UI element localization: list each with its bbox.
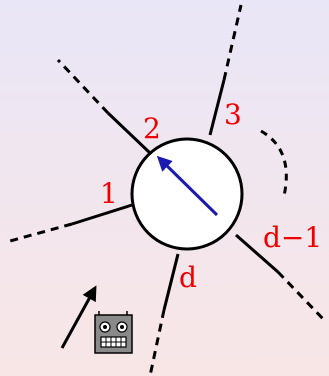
robot-icon <box>94 311 133 354</box>
rotating-pointer-arrow <box>156 155 219 217</box>
edge-port-d <box>148 253 180 376</box>
port-label-2: 2 <box>143 112 161 145</box>
port-label-d: d <box>179 261 197 294</box>
port-label-3: 3 <box>224 98 242 131</box>
port-label-1: 1 <box>100 177 118 210</box>
arrow-up-right-icon <box>60 285 97 349</box>
edge-port-d-minus-1 <box>235 233 328 324</box>
edge-port-2 <box>56 58 152 155</box>
edge-port-1 <box>9 203 133 243</box>
edge-port-3 <box>208 4 243 136</box>
port-label-d-minus-1: d−1 <box>263 221 322 254</box>
omitted-ports-arc <box>260 129 288 197</box>
node-circle <box>130 137 244 251</box>
